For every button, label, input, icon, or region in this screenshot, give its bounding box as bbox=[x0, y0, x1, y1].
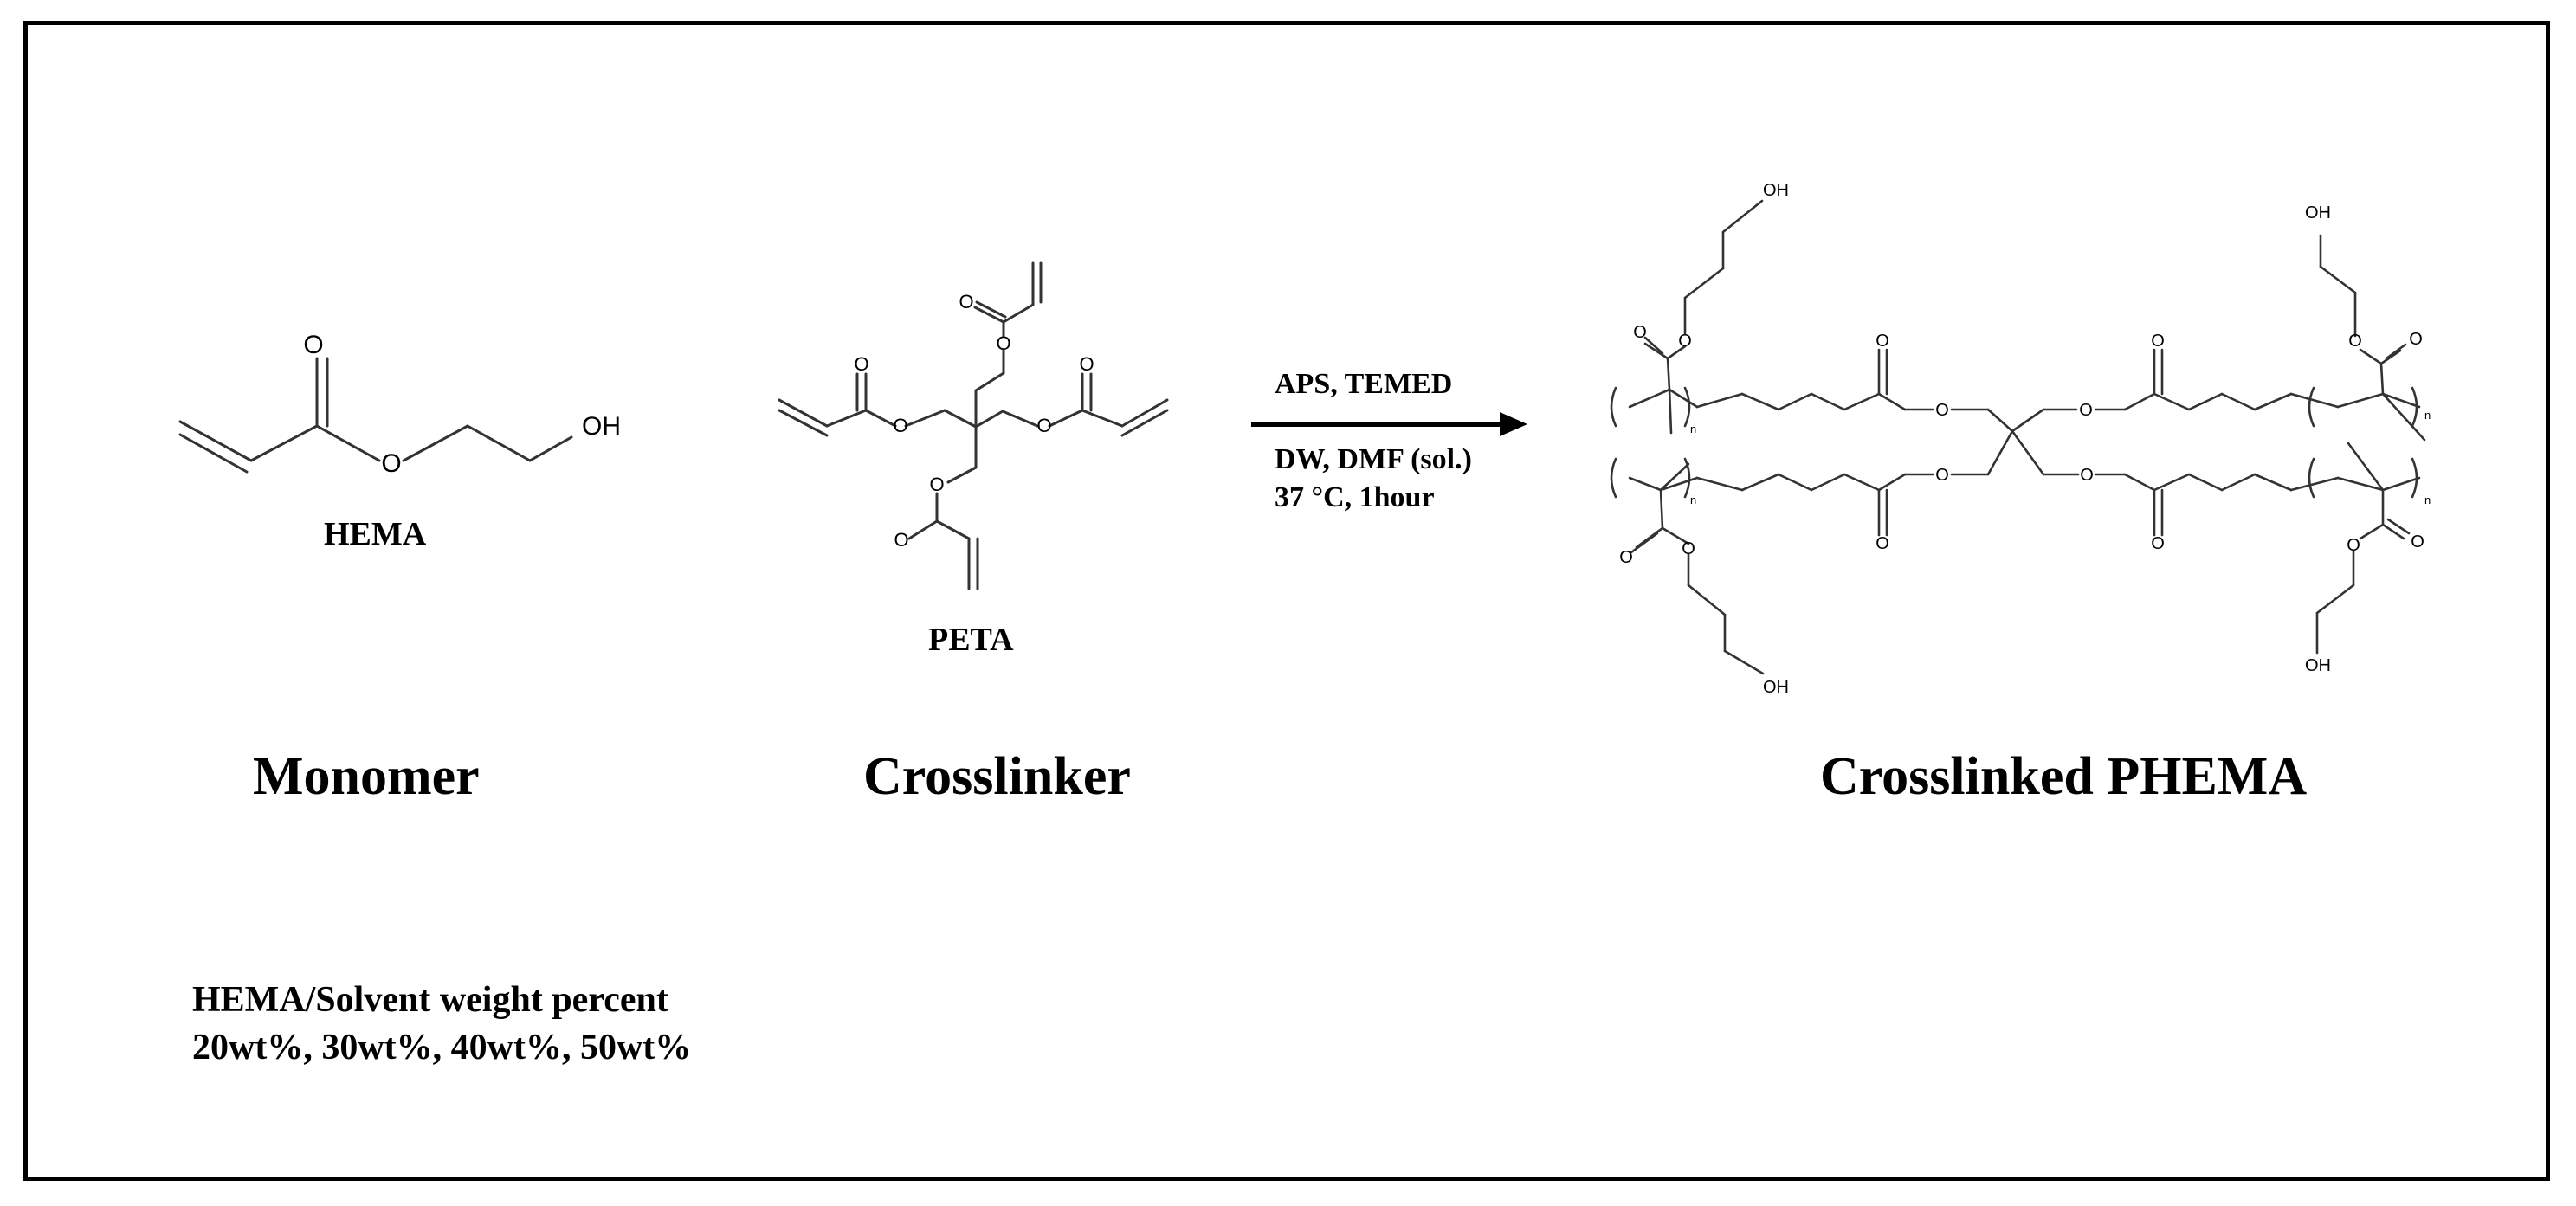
phema-structure bbox=[1610, 199, 2426, 675]
atom-label: O bbox=[1876, 534, 1889, 553]
atom-label: O bbox=[303, 331, 323, 359]
crosslinker-caption: Crosslinker bbox=[863, 747, 1131, 806]
atom-label: O bbox=[2347, 536, 2360, 555]
conditions-label: 37 °C, 1hour bbox=[1275, 481, 1435, 513]
atom-label: O bbox=[1682, 539, 1695, 558]
atom-label: O bbox=[1678, 332, 1692, 351]
composition-note: HEMA/Solvent weight percent 20wt%, 30wt%… bbox=[192, 977, 691, 1071]
atom-label: O bbox=[1633, 323, 1647, 342]
atom-label: O bbox=[1079, 353, 1094, 375]
atom-label: O bbox=[1876, 332, 1889, 351]
atom-label: O bbox=[2080, 466, 2094, 485]
solvent-label: DW, DMF (sol.) bbox=[1275, 443, 1472, 475]
atom-label: O bbox=[1935, 466, 1949, 485]
repeat-label: n bbox=[2424, 409, 2431, 422]
atom-label: O bbox=[381, 449, 401, 478]
repeat-label: n bbox=[1690, 493, 1696, 506]
atom-label: OH bbox=[1763, 181, 1789, 200]
atom-label: OH bbox=[2305, 656, 2331, 675]
atom-label: O bbox=[996, 332, 1010, 354]
hema-label: HEMA bbox=[324, 516, 427, 552]
reaction-arrow bbox=[1251, 412, 1527, 436]
atom-label: O bbox=[1619, 548, 1633, 567]
monomer-caption: Monomer bbox=[253, 747, 480, 806]
reagents-label: APS, TEMED bbox=[1275, 368, 1453, 400]
atom-label: O bbox=[1935, 401, 1949, 420]
atom-label: O bbox=[2151, 534, 2165, 553]
border-frame bbox=[23, 21, 2550, 1181]
atom-label: O bbox=[2348, 332, 2362, 351]
product-caption: Crosslinked PHEMA bbox=[1820, 747, 2308, 806]
atom-label: OH bbox=[582, 412, 621, 441]
peta-label: PETA bbox=[928, 622, 1014, 658]
atom-label: O bbox=[2151, 332, 2165, 351]
atom-label: O bbox=[2411, 532, 2424, 551]
hema-structure bbox=[178, 357, 573, 474]
peta-structure bbox=[778, 261, 1169, 590]
atom-label: O bbox=[2409, 330, 2423, 349]
atom-label: O bbox=[1036, 415, 1051, 436]
composition-values: 20wt%, 30wt%, 40wt%, 50wt% bbox=[192, 1027, 692, 1067]
atom-label: O bbox=[929, 474, 944, 495]
atom-label: O bbox=[894, 529, 908, 551]
repeat-label: n bbox=[2424, 493, 2431, 506]
atom-label: O bbox=[2079, 401, 2093, 420]
atom-label: OH bbox=[1763, 678, 1789, 697]
repeat-label: n bbox=[1690, 422, 1696, 435]
atom-label: O bbox=[959, 291, 973, 313]
atom-label: O bbox=[854, 353, 868, 375]
composition-title: HEMA/Solvent weight percent bbox=[192, 980, 668, 1020]
atom-label: O bbox=[893, 415, 907, 436]
atom-label: OH bbox=[2305, 203, 2331, 222]
